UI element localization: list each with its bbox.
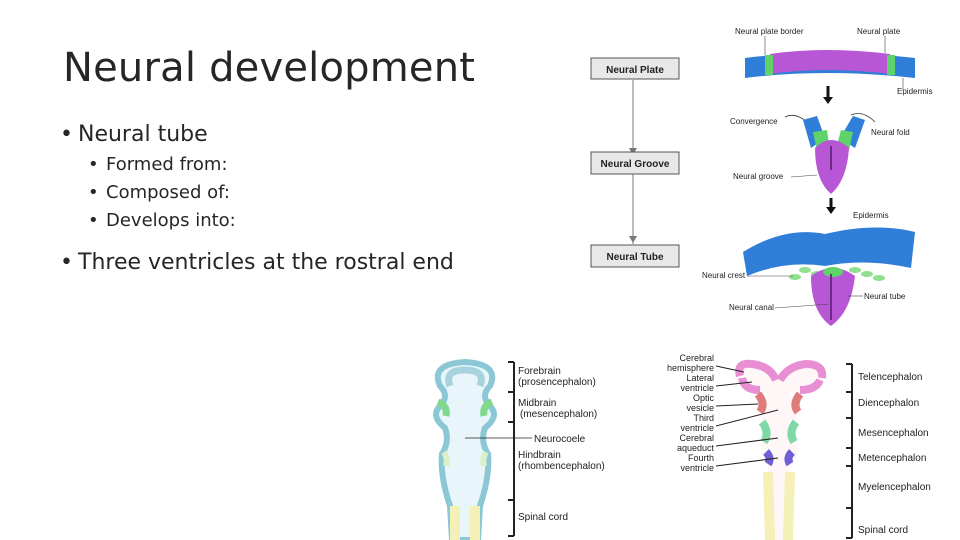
neural-groove-illustration: Convergence Neural fold Neural groove — [730, 113, 910, 214]
late-brain-left-labels: Cerebral hemisphere Lateral ventricle Op… — [667, 353, 715, 473]
label-mesencephalon: Mesencephalon — [858, 428, 929, 439]
late-brain-leader-lines — [715, 365, 779, 467]
flowchart: Neural Plate Neural Groove Neural Tube — [590, 57, 680, 268]
sub-bullet-text: Develops into: — [106, 209, 236, 231]
early-brain-illustration — [433, 358, 497, 540]
tube-wall — [433, 358, 497, 540]
label-epidermis: Epidermis — [897, 87, 933, 96]
sub-bullet-develops-into: • Develops into: — [60, 206, 454, 234]
neural-plate-illustration: Neural plate border Neural plate Epiderm… — [735, 27, 933, 104]
late-brain-right-labels: Telencephalon Diencephalon Mesencephalon… — [858, 372, 931, 536]
box-neural-plate — [590, 57, 680, 80]
label-lateral-ventricle-1: Lateral — [686, 373, 714, 383]
label-epidermis-2: Epidermis — [853, 211, 889, 220]
sub-bullet-text: Formed from: — [106, 153, 228, 175]
label-forebrain-sci: (prosencephalon) — [518, 377, 596, 388]
label-metencephalon: Metencephalon — [858, 453, 926, 464]
bullet-dot: • — [60, 249, 73, 275]
label-convergence: Convergence — [730, 117, 778, 126]
label-fold: Neural fold — [871, 128, 910, 137]
plate-border — [765, 55, 773, 75]
label-optic-vesicle-2: vesicle — [686, 403, 714, 413]
neurulation-figure: Neural Plate Neural Groove Neural Tube N… — [590, 27, 933, 326]
label-telencephalon: Telencephalon — [858, 372, 923, 383]
plate-border — [887, 55, 895, 75]
label-spinal-cord: Spinal cord — [858, 525, 908, 536]
bullet-text: Neural tube — [78, 121, 208, 147]
label-cerebral-hemisphere-1: Cerebral — [679, 353, 714, 363]
label-midbrain: Midbrain — [518, 398, 556, 409]
label-lateral-ventricle-2: ventricle — [680, 383, 714, 393]
box-label: Neural Plate — [606, 65, 664, 76]
box-label: Neural Tube — [606, 252, 663, 263]
bullet-dot: • — [88, 209, 99, 231]
label-hindbrain-sci: (rhombencephalon) — [518, 461, 605, 472]
label-plate: Neural plate — [857, 27, 901, 36]
label-midbrain-sci: (mesencephalon) — [520, 409, 597, 420]
bullet-list: • Neural tube • Formed from: • Composed … — [60, 118, 454, 278]
early-brain-figure: Forebrain (prosencephalon) Midbrain (mes… — [433, 358, 605, 540]
late-brain-figure: Cerebral hemisphere Lateral ventricle Op… — [667, 353, 931, 540]
label-hindbrain: Hindbrain — [518, 450, 561, 461]
box-neural-tube — [590, 244, 680, 268]
label-tube: Neural tube — [864, 292, 906, 301]
label-diencephalon: Diencephalon — [858, 398, 919, 409]
late-brain-illustration — [735, 359, 827, 540]
slide-title: Neural development — [63, 45, 476, 91]
plate-tissue — [770, 50, 890, 74]
bullet-three-ventricles: • Three ventricles at the rostral end — [60, 246, 454, 278]
label-fourth-ventricle-2: ventricle — [680, 463, 714, 473]
sub-bullet-group: • Formed from: • Composed of: • Develops… — [60, 150, 454, 234]
sub-bullet-formed-from: • Formed from: — [60, 150, 454, 178]
label-optic-vesicle-1: Optic — [693, 393, 715, 403]
arrow-head-icon — [629, 236, 637, 243]
label-cerebral-hemisphere-2: hemisphere — [667, 363, 714, 373]
label-canal: Neural canal — [729, 303, 774, 312]
sub-bullet-composed-of: • Composed of: — [60, 178, 454, 206]
box-label: Neural Groove — [601, 159, 670, 170]
label-cerebral-aqueduct-1: Cerebral — [679, 433, 714, 443]
label-third-ventricle-1: Third — [693, 413, 714, 423]
bullet-dot: • — [88, 181, 99, 203]
early-brain-labels: Forebrain (prosencephalon) Midbrain (mes… — [518, 366, 605, 523]
label-spinal: Spinal cord — [518, 512, 568, 523]
label-fourth-ventricle-1: Fourth — [688, 453, 714, 463]
sub-bullet-text: Composed of: — [106, 181, 230, 203]
label-crest: Neural crest — [702, 271, 746, 280]
label-neurocoele: Neurocoele — [534, 434, 586, 445]
label-forebrain: Forebrain — [518, 366, 561, 377]
label-myelencephalon: Myelencephalon — [858, 482, 931, 493]
label-plate-border: Neural plate border — [735, 27, 804, 36]
bullet-dot: • — [60, 121, 73, 147]
bullet-neural-tube: • Neural tube — [60, 118, 454, 150]
label-third-ventricle-2: ventricle — [680, 423, 714, 433]
neural-tube-illustration: Epidermis Neural crest Neural tube Neura… — [702, 211, 915, 326]
bullet-text: Three ventricles at the rostral end — [78, 249, 454, 275]
box-neural-groove — [590, 151, 680, 175]
label-groove: Neural groove — [733, 172, 784, 181]
bullet-dot: • — [88, 153, 99, 175]
label-cerebral-aqueduct-2: aqueduct — [677, 443, 715, 453]
